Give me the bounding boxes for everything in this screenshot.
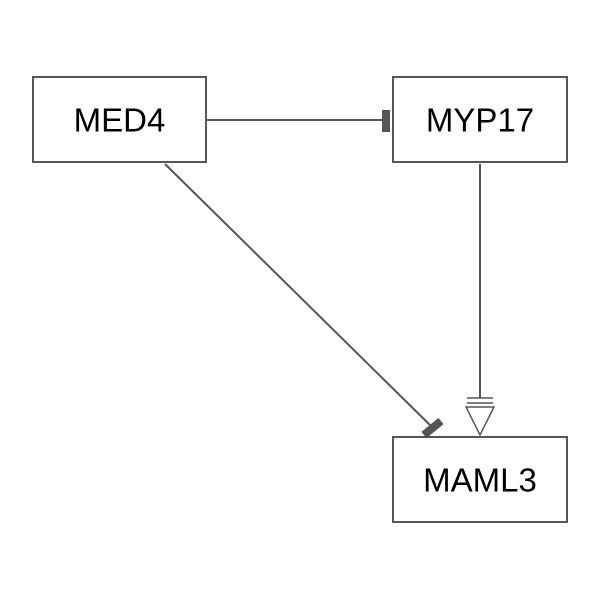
node-maml3-label: MAML3 — [423, 462, 537, 499]
edge-med4-maml3-line — [164, 163, 434, 429]
edge-med4-maml3-tbar — [421, 417, 444, 439]
edge-myp17-maml3 — [464, 164, 496, 437]
edge-med4-myp17 — [207, 110, 390, 132]
node-med4-label: MED4 — [74, 102, 166, 139]
node-maml3[interactable]: MAML3 — [392, 436, 568, 523]
node-med4[interactable]: MED4 — [32, 76, 207, 163]
node-med4-box — [32, 76, 207, 163]
node-myp17[interactable]: MYP17 — [392, 76, 568, 163]
node-myp17-label: MYP17 — [426, 102, 534, 139]
edge-med4-myp17-tbar — [382, 110, 390, 132]
edge-med4-maml3 — [164, 163, 444, 439]
edge-myp17-maml3-triangle-head — [464, 406, 496, 437]
node-myp17-box — [392, 76, 568, 163]
node-maml3-box — [392, 436, 568, 523]
